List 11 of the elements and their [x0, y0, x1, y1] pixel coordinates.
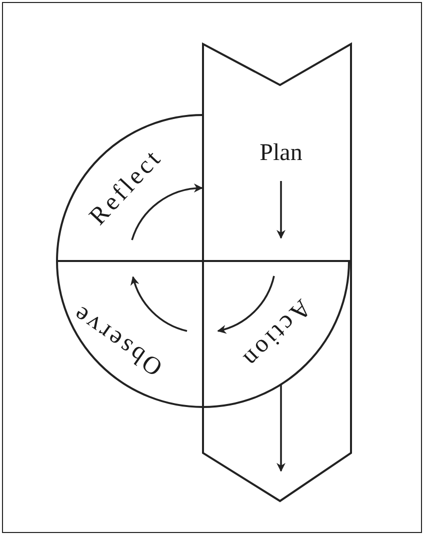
- quadrant-label: Plan: [260, 141, 302, 165]
- chevron-arrow-band: [203, 44, 351, 501]
- circle-quadrant: [203, 261, 349, 407]
- arrow: [131, 276, 188, 332]
- arrow: [276, 385, 286, 472]
- arrow: [131, 184, 203, 240]
- circle-quadrant: [203, 115, 351, 261]
- arrow: [217, 276, 275, 334]
- circle-quadrant: [57, 115, 203, 261]
- circle-quadrant: [57, 261, 203, 407]
- arrow: [276, 181, 286, 239]
